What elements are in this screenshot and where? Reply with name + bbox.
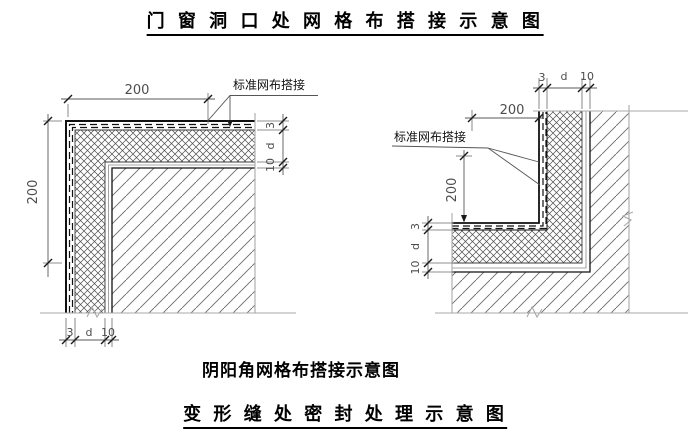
dimension-layers-top: 3 d 10 <box>533 70 597 109</box>
dim-label-200: 200 <box>500 103 525 118</box>
dim-label-10: 10 <box>580 70 594 83</box>
mesh-overlap-label: 标准网布搭接 <box>233 77 305 92</box>
bottom-title: 变 形 缝 处 密 封 处 理 示 意 图 <box>183 400 507 429</box>
dim-label-3: 3 <box>409 223 422 230</box>
dim-label-3: 3 <box>264 122 277 129</box>
outer-surface-line <box>452 111 540 224</box>
dimension-top-200: 200 <box>61 83 215 124</box>
adhesive-line <box>452 111 587 269</box>
dim-label-d: d <box>86 326 93 339</box>
dim-label-3: 3 <box>67 326 74 339</box>
top-title: 门 窗 洞 口 处 网 格 布 搭 接 示 意 图 <box>146 7 544 36</box>
dimension-left-200: 200 <box>26 114 62 277</box>
outer-surface-line <box>65 120 255 313</box>
adhesive-line <box>108 164 255 313</box>
wall-border <box>452 111 591 273</box>
mesh-dashed-line <box>68 123 255 313</box>
mesh-overlap-callout: 标准网布搭接 <box>208 77 318 127</box>
left-corner-detail: 200 200 3 <box>26 77 318 347</box>
dim-label-d: d <box>409 243 422 250</box>
dim-label-10: 10 <box>264 158 277 172</box>
insulation-layer <box>451 110 583 264</box>
leader-arrow <box>227 120 233 127</box>
dim-label-d: d <box>264 143 277 150</box>
bottom-title-text: 变 形 缝 处 密 封 处 理 示 意 图 <box>183 404 507 429</box>
dim-arrow <box>461 215 467 223</box>
dimension-top-200: 200 <box>465 103 544 131</box>
dim-label-200: 200 <box>26 180 41 205</box>
break-mark <box>526 305 543 319</box>
wall-section <box>452 111 629 313</box>
middle-caption: 阴阳角网格布搭接示意图 <box>202 361 400 381</box>
right-corner-detail: 3 d 10 3 d 10 <box>391 70 688 319</box>
dim-label-200: 200 <box>445 178 460 203</box>
mesh-dashed-line <box>71 126 255 313</box>
dimension-vertical-200: 200 <box>445 150 472 223</box>
mesh-overlap-label: 标准网布搭接 <box>394 129 466 144</box>
dim-label-10: 10 <box>101 326 115 339</box>
dim-label-10: 10 <box>409 261 422 275</box>
dimension-layers-right: 3 d 10 <box>257 114 289 175</box>
dim-label-3: 3 <box>539 71 546 84</box>
mesh-dashed-line <box>452 112 547 230</box>
top-title-text: 门 窗 洞 口 处 网 格 布 搭 接 示 意 图 <box>146 11 544 36</box>
dim-label-200: 200 <box>125 83 150 98</box>
break-mark <box>86 305 103 319</box>
break-mark <box>621 211 634 227</box>
mesh-dashed-line <box>452 112 544 227</box>
wall-section <box>112 168 255 313</box>
dim-label-d: d <box>561 70 568 83</box>
render-inner-line <box>452 111 548 231</box>
dimension-layers-left: 3 d 10 <box>409 216 454 279</box>
wall-border <box>111 167 255 313</box>
mesh-overlap-callout: 标准网布搭接 <box>391 129 541 186</box>
dimension-layers-bottom: 3 d 10 <box>59 318 119 347</box>
